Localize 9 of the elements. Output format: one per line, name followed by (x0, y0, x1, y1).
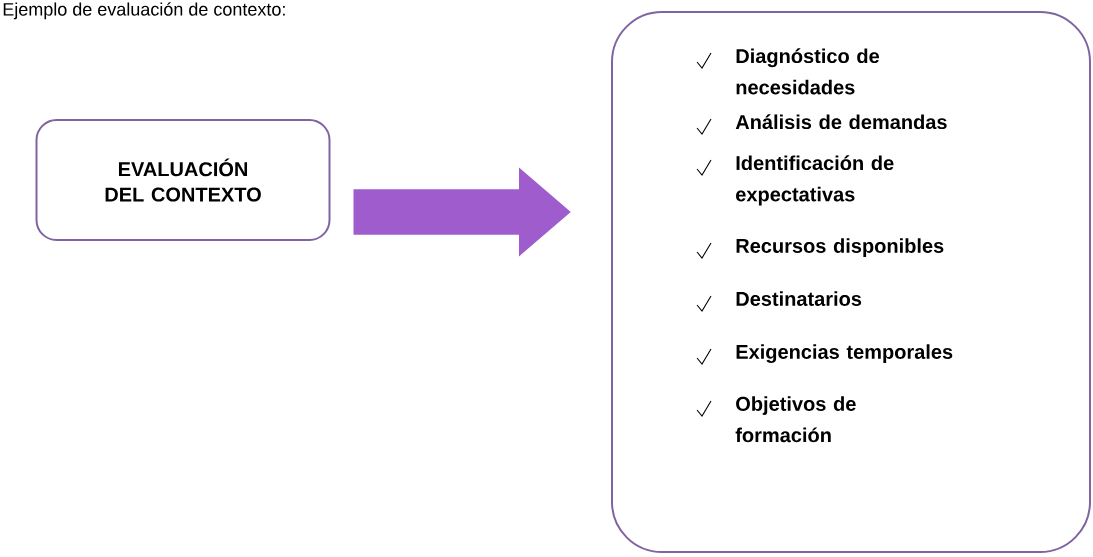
list-item: Recursos disponibles (736, 238, 944, 257)
list-item: Análisis de demandas (735, 114, 947, 130)
list-item: Destinatarios (736, 291, 862, 306)
list-item: Diagnóstico de necesidades (736, 48, 880, 95)
title: Ejemplo de evaluación de contexto: (3, 2, 285, 20)
list-item: Identificación de expectativas (736, 155, 894, 206)
process-box: EVALUACIÓN DEL CONTEXTO (35, 119, 331, 241)
list-item: Objetivos de formación (735, 396, 856, 443)
list-item: Exigencias temporales (736, 344, 953, 363)
